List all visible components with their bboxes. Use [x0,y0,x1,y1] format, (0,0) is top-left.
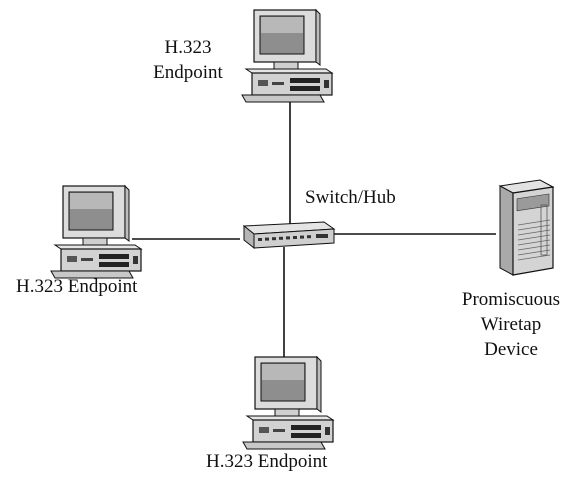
server-tower-icon [498,179,555,276]
wiretap-label-line2: Wiretap [480,314,542,335]
wiretap-label-line3: Device [484,339,538,360]
desktop-computer-icon [50,185,142,279]
desktop-computer-icon [241,9,333,103]
left-endpoint-label: H.323 Endpoint [16,276,138,297]
network-switch-icon [242,221,336,250]
top-endpoint-label-line1: H.323 [164,37,212,58]
bottom-endpoint-label: H.323 Endpoint [206,451,328,472]
desktop-computer-icon [242,356,334,450]
wiretap-label-line1: Promiscuous [461,289,561,310]
wiretap-label: Promiscuous Wiretap Device [455,289,567,361]
switch-label: Switch/Hub [305,187,396,208]
top-endpoint-label-line2: Endpoint [153,62,223,83]
top-endpoint-label: H.323 Endpoint [138,37,238,84]
